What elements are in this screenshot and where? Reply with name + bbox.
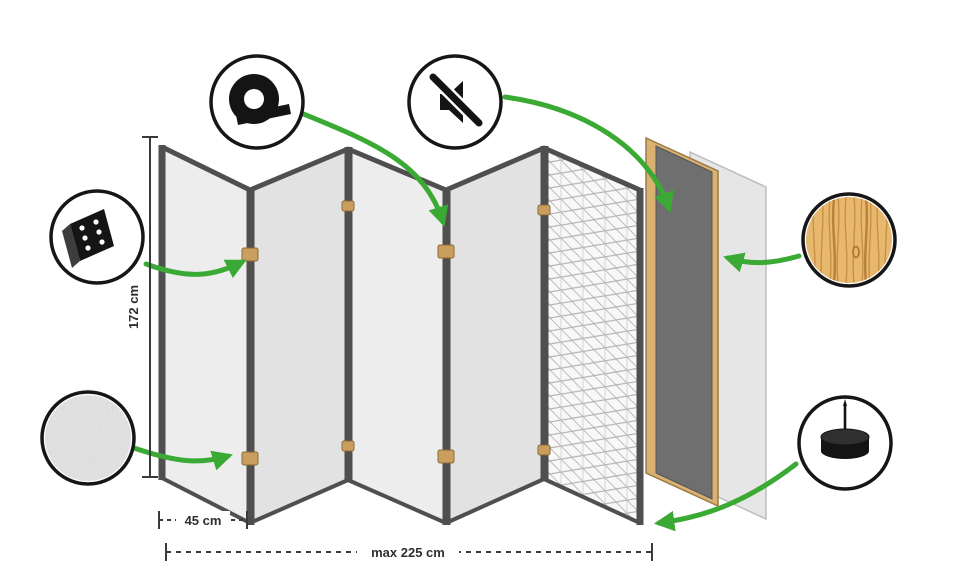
furniture-foot-pin-icon [820, 399, 870, 459]
panel-edge-2 [344, 147, 353, 482]
folding-screen [158, 144, 644, 525]
panel-edge-0 [158, 145, 166, 480]
muted-speaker-icon [427, 71, 485, 129]
panel-edge-1 [246, 188, 255, 525]
panel-width-label: 45 cm [185, 513, 222, 528]
screen-bottom-edge [161, 476, 641, 525]
callout-mute [407, 54, 503, 150]
panel-width-label-bg [176, 511, 230, 528]
wood-texture-icon [806, 197, 892, 283]
callout-texture [40, 390, 136, 486]
panel-edge-5 [636, 188, 644, 525]
pattern-panel [543, 147, 641, 524]
panel-edge-3 [442, 188, 451, 525]
callout-foot [797, 395, 893, 491]
screen-panel-2 [249, 148, 349, 524]
dimension-height: 172 cm [126, 136, 158, 478]
arrow-hinge [143, 259, 247, 279]
hinge-hardware [241, 200, 551, 466]
framed-board-panel [645, 136, 719, 508]
hinge-3b [437, 449, 455, 464]
dimension-total-width: max 225 cm [165, 543, 653, 561]
arrow-wood [723, 252, 802, 273]
arrow-mute [502, 94, 674, 213]
plaster-texture-icon [45, 395, 131, 481]
screen-panel-4 [445, 147, 545, 524]
panel-edge-4 [540, 146, 549, 481]
hinge-3a [437, 244, 455, 259]
arrow-tape [298, 110, 449, 227]
callout-hinge [49, 189, 145, 285]
callout-wood [801, 192, 897, 288]
hinge-4b [537, 444, 551, 456]
hinge-4a [537, 204, 551, 216]
total-width-label-bg [357, 543, 459, 561]
arrow-texture [131, 445, 233, 471]
hinge-2b [341, 440, 355, 452]
callout-tape [209, 54, 305, 150]
hinge-icon [62, 209, 114, 268]
total-width-label: max 225 cm [371, 545, 445, 560]
screen-top-edge [160, 144, 642, 193]
pattern-panel-texture [543, 147, 641, 524]
callout-arrows [131, 94, 802, 532]
screen-panel-3 [347, 148, 447, 524]
hinge-1a [241, 247, 259, 262]
height-dim-label: 172 cm [126, 285, 141, 329]
hinge-1b [241, 451, 259, 466]
arrow-foot [653, 461, 799, 532]
hinge-2a [341, 200, 355, 212]
tape-roll-icon [229, 74, 291, 125]
dark-board [655, 145, 713, 500]
screen-panel-1 [161, 146, 251, 524]
dimension-panel-width: 45 cm [158, 511, 248, 529]
